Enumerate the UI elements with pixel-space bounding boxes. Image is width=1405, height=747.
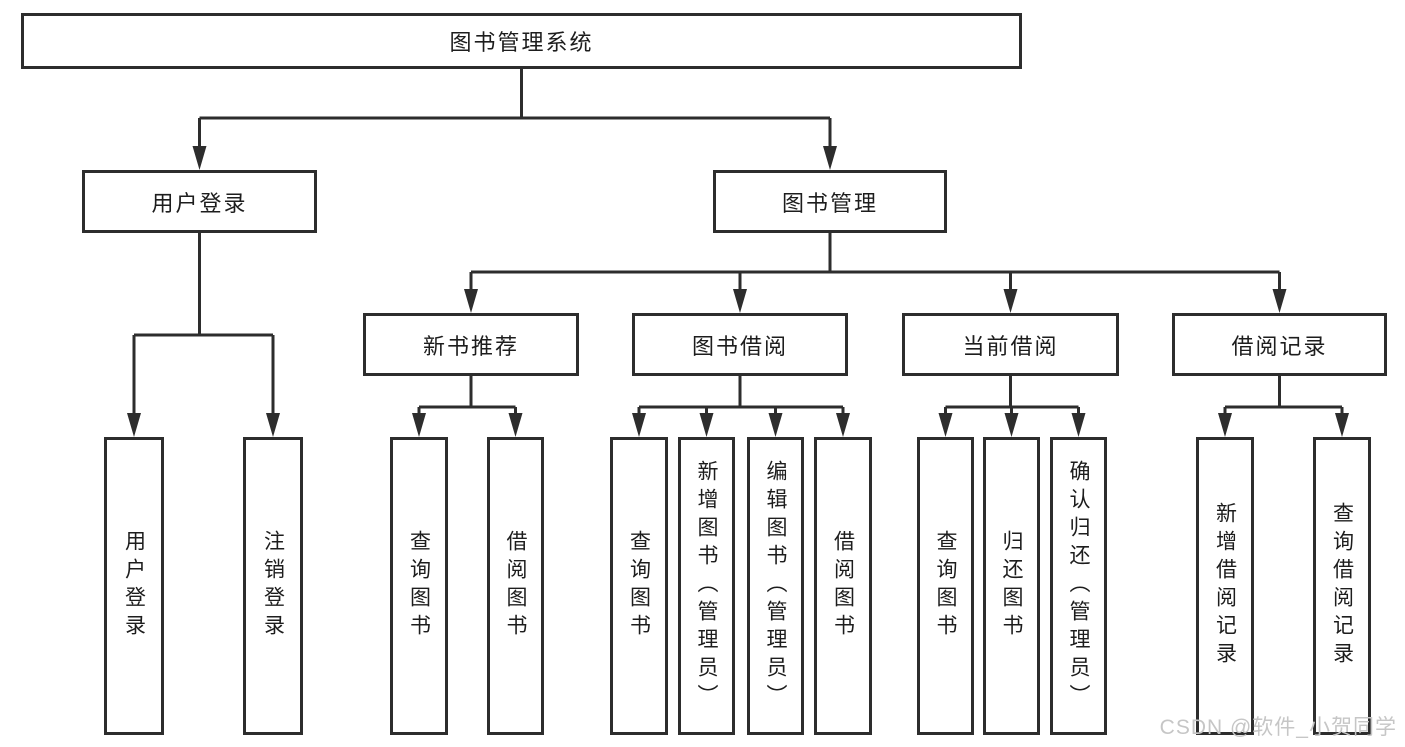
leaf-return-books: 归还图书 <box>983 437 1040 735</box>
leaf-confirm-return-admin: 确认归还（管理员） <box>1050 437 1107 735</box>
leaf-borrow-books: 借阅图书 <box>487 437 544 735</box>
leaf-user-login: 用户登录 <box>104 437 164 735</box>
csdn-watermark: CSDN @软件_小贺同学 <box>1159 716 1397 739</box>
node-book-borrowing: 图书借阅 <box>632 313 848 376</box>
node-root-library-system: 图书管理系统 <box>21 13 1022 69</box>
leaf-query-books: 查询图书 <box>390 437 448 735</box>
node-current-borrowing: 当前借阅 <box>902 313 1119 376</box>
leaf-query-books: 查询图书 <box>610 437 668 735</box>
leaf-logout: 注销登录 <box>243 437 303 735</box>
leaf-add-books-admin: 新增图书（管理员） <box>678 437 735 735</box>
node-new-book-recommendation: 新书推荐 <box>363 313 579 376</box>
node-user-login: 用户登录 <box>82 170 317 233</box>
node-book-management: 图书管理 <box>713 170 947 233</box>
node-borrowing-records: 借阅记录 <box>1172 313 1387 376</box>
leaf-add-borrow-record: 新增借阅记录 <box>1196 437 1254 735</box>
leaf-query-borrow-record: 查询借阅记录 <box>1313 437 1371 735</box>
leaf-borrow-books: 借阅图书 <box>814 437 872 735</box>
leaf-query-books: 查询图书 <box>917 437 974 735</box>
leaf-edit-books-admin: 编辑图书（管理员） <box>747 437 804 735</box>
